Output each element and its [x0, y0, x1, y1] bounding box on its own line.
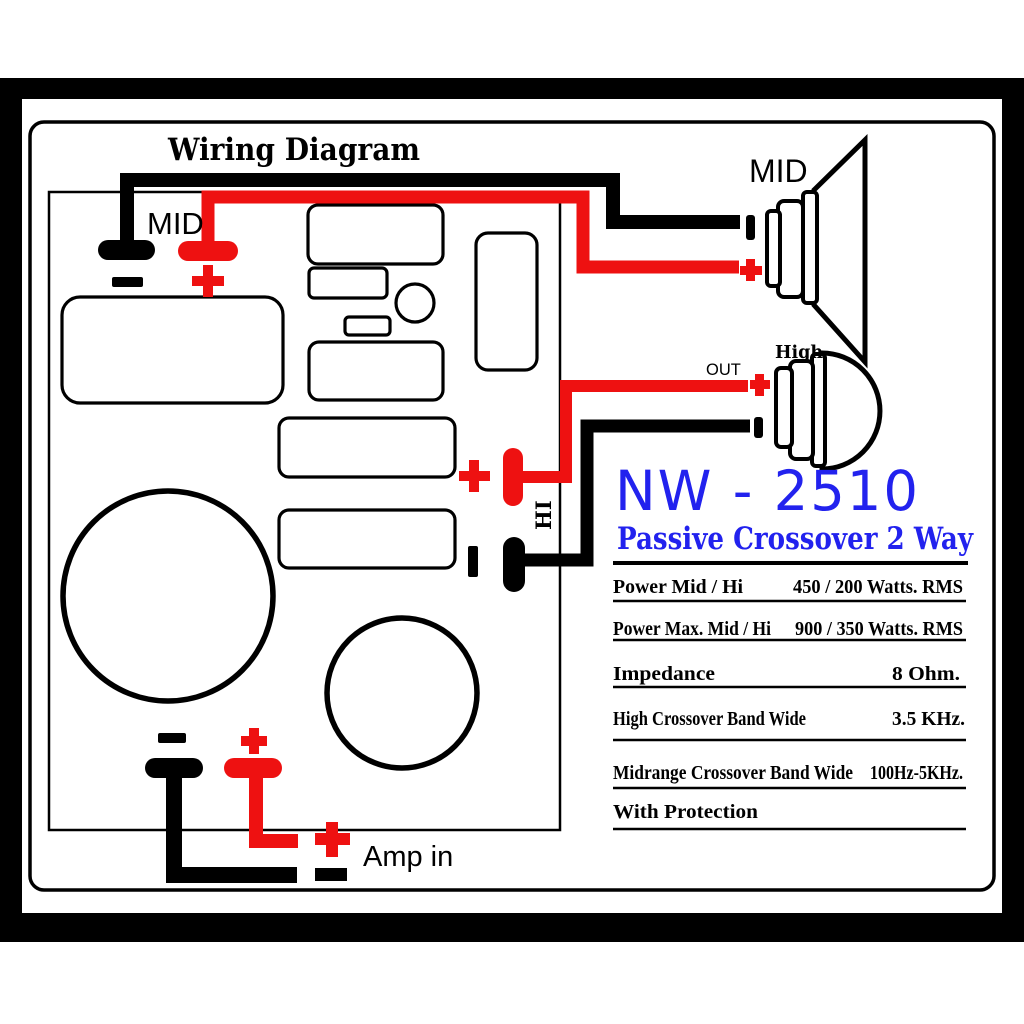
component-capacitor-row4 — [277, 508, 457, 570]
component-inductor-coil-small — [324, 615, 480, 771]
amp-in-label: Amp in — [363, 841, 453, 873]
plus-icon — [750, 374, 770, 396]
spec-row-label: Midrange Crossover Band Wide — [613, 762, 853, 784]
speaker-magnet-back — [765, 209, 782, 288]
component-capacitor-top — [306, 203, 445, 266]
minus-icon — [158, 733, 186, 743]
wire-mid-positive — [201, 190, 739, 274]
component-capacitor-mid — [307, 340, 445, 402]
component-capacitor-large-left — [60, 295, 285, 405]
board-mid-label: MID — [147, 206, 204, 241]
tweeter-dome — [819, 350, 883, 472]
mid-speaker: MID — [740, 134, 868, 369]
wire-amp-negative — [166, 765, 297, 883]
mid-speaker-label: MID — [749, 153, 808, 189]
component-capacitor-row3 — [277, 416, 457, 479]
plus-icon — [192, 265, 224, 297]
terminal-hi-positive-pad — [503, 448, 523, 506]
wire-high-positive-out — [523, 380, 748, 483]
spec-row-label: Power Max. Mid / Hi — [613, 618, 771, 640]
tweeter-magnet-back — [774, 366, 794, 449]
spec-table: Power Mid / Hi 450 / 200 Watts. RMS Powe… — [613, 561, 968, 831]
spec-row-label: With Protection — [613, 801, 758, 823]
minus-icon — [315, 868, 347, 881]
spec-row-label: High Crossover Band Wide — [613, 708, 806, 730]
terminal-amp-positive-pad — [224, 758, 282, 778]
terminal-amp-negative-pad — [145, 758, 203, 778]
out-label: OUT — [706, 361, 741, 379]
plus-icon — [315, 822, 350, 857]
spec-row-value: 8 Ohm. — [892, 663, 960, 685]
board-hi-label: HI — [531, 500, 556, 530]
speaker-neck — [801, 190, 819, 305]
spec-row-label: Impedance — [613, 663, 715, 685]
component-inductor-coil-large — [60, 488, 276, 704]
component-capacitor-tall-right — [474, 231, 539, 372]
spec-row-value: 450 / 200 Watts. RMS — [793, 576, 963, 598]
spec-row-value: 900 / 350 Watts. RMS — [795, 618, 963, 640]
wire-high-negative — [524, 419, 750, 567]
inner-border — [28, 120, 996, 892]
page-title: Wiring Diagram — [167, 132, 420, 168]
minus-icon — [754, 417, 763, 438]
spec-row-value: 3.5 KHz. — [892, 708, 965, 730]
plus-icon — [740, 259, 762, 281]
terminal-mid-positive-pad — [178, 241, 238, 261]
spec-row-label: Power Mid / Hi — [613, 576, 743, 598]
component-resistor-small — [307, 266, 389, 300]
model-number: NW - 2510 — [615, 459, 920, 523]
minus-icon — [468, 546, 478, 577]
component-resistor-tiny — [343, 315, 392, 337]
minus-icon — [112, 277, 143, 287]
wire-mid-negative — [120, 173, 740, 248]
spec-row-value: 100Hz-5KHz. — [870, 762, 963, 784]
terminal-mid-negative-pad — [98, 240, 155, 260]
product-subtitle: Passive Crossover 2 Way — [617, 521, 974, 557]
component-small-round — [394, 282, 436, 324]
minus-icon — [746, 215, 755, 240]
high-tweeter-label: High — [775, 343, 823, 363]
terminal-hi-negative-pad — [503, 537, 525, 592]
plus-icon — [459, 460, 490, 492]
high-tweeter: High OUT — [706, 343, 883, 472]
wire-amp-positive — [249, 765, 298, 848]
plus-icon — [241, 728, 267, 754]
